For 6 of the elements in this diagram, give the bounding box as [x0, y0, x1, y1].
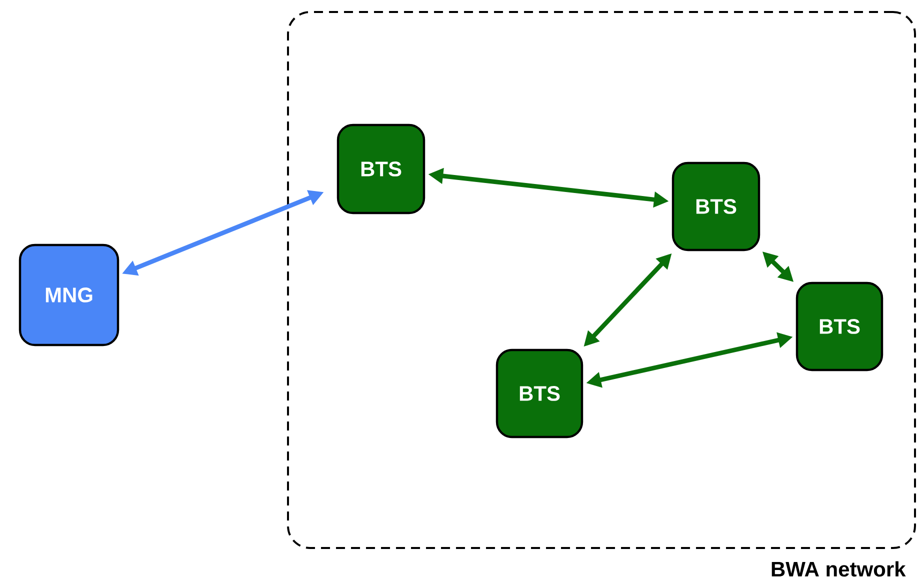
network-label: BWA network	[772, 561, 906, 577]
base-station-box: BTS	[496, 348, 584, 438]
base-station-box: BTS	[672, 162, 760, 252]
manager-box: MNG	[18, 244, 120, 346]
base-station-box: BTS	[336, 124, 426, 214]
base-station-box: BTS	[796, 282, 884, 372]
